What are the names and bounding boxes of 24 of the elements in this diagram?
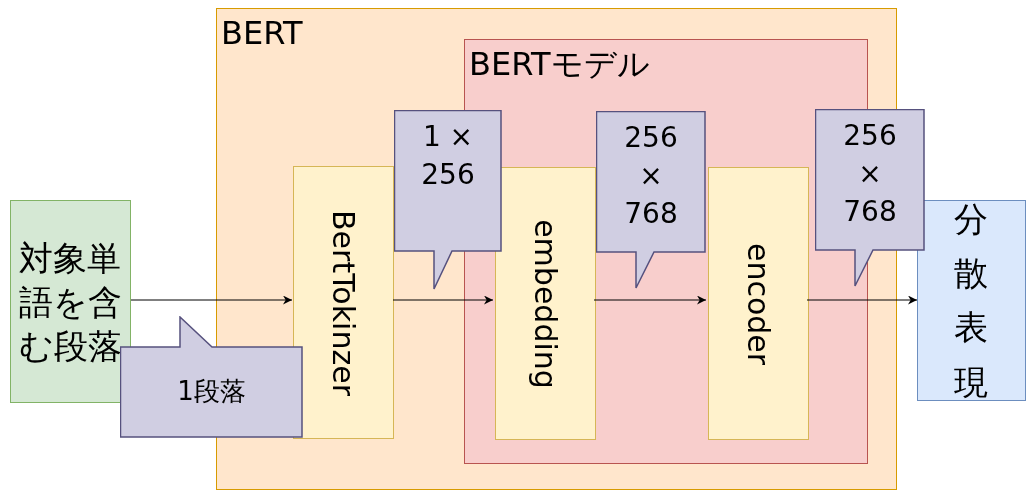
box-label: embedding: [527, 218, 565, 389]
group-title: BERT: [221, 13, 303, 53]
group-title: BERTモデル: [469, 44, 650, 84]
speech-bubble: [394, 110, 502, 290]
speech-bubble: [596, 111, 706, 289]
box-label: BertTokinzer: [325, 209, 363, 396]
box-label: 分散表現: [953, 197, 990, 404]
process-box: [495, 167, 596, 440]
size-label: 1 × 256: [421, 119, 475, 193]
box-label: 対象単語を含む段落: [18, 236, 123, 368]
speech-bubble: [120, 316, 303, 438]
arrow: [392, 295, 494, 305]
arrow: [130, 295, 293, 305]
speech-bubble: [815, 109, 925, 287]
process-box: [708, 167, 809, 440]
size-label: 256 × 768: [624, 120, 678, 232]
input-box: [10, 200, 131, 403]
output-box: [917, 200, 1026, 401]
process-box: [293, 166, 394, 439]
size-label: 1段落: [176, 375, 247, 408]
size-label: 256 × 768: [843, 118, 897, 230]
arrow: [806, 295, 918, 305]
arrow: [593, 295, 707, 305]
box-label: encoder: [740, 242, 778, 365]
